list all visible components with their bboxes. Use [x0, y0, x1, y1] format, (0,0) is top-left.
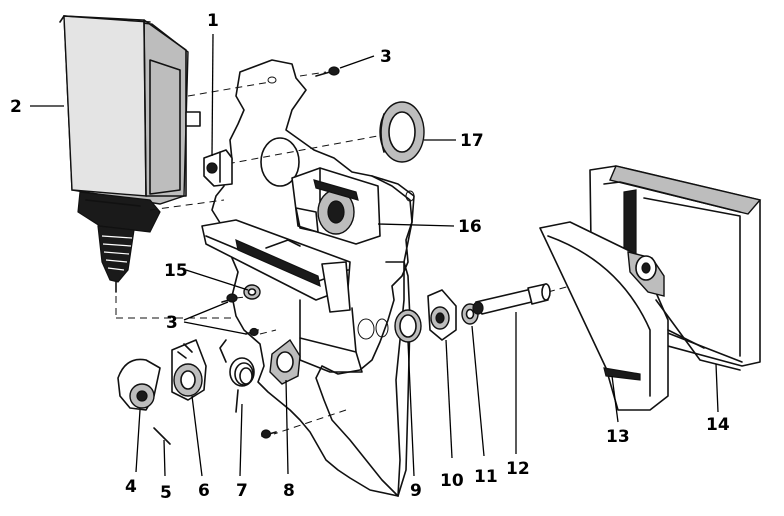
solenoid-part-16	[291, 167, 381, 245]
grommet-part-17	[379, 101, 425, 163]
cam-part-4	[117, 358, 161, 411]
callout-labels: 1 2 3 17 16 15 3 4 5 6 7 8 9 10 11 12 13…	[10, 11, 730, 503]
callout-6: 6	[198, 481, 210, 501]
callout-8: 8	[283, 481, 295, 501]
washer-part-15	[243, 284, 261, 300]
bushing-part-10	[427, 289, 457, 341]
callout-10: 10	[440, 471, 464, 491]
callout-16: 16	[458, 217, 482, 237]
callout-7: 7	[236, 481, 248, 501]
callout-2: 2	[10, 97, 22, 117]
callout-13: 13	[606, 427, 630, 447]
plate-part-13	[539, 221, 741, 411]
housing-part-2	[59, 15, 201, 293]
callout-11: 11	[474, 467, 498, 487]
switch-part-1	[203, 149, 233, 187]
callout-12: 12	[506, 459, 530, 479]
callout-1: 1	[207, 11, 219, 31]
callout-17: 17	[460, 131, 484, 151]
shaft-part-12	[472, 283, 551, 315]
hub-part-6	[171, 339, 207, 401]
leader-lines	[30, 33, 719, 477]
callout-15: 15	[164, 261, 188, 281]
nut-part-8	[269, 338, 301, 385]
callout-4: 4	[125, 477, 137, 497]
channel-bracket	[201, 219, 363, 373]
pin-part-5	[153, 427, 171, 445]
spring-part-7	[219, 339, 255, 413]
callout-3-top: 3	[380, 47, 392, 67]
o-ring-part-9	[394, 309, 422, 343]
screws-part-3-lower	[221, 293, 277, 439]
callout-9: 9	[410, 481, 422, 501]
callout-3-lower: 3	[166, 313, 178, 333]
callout-5: 5	[160, 483, 172, 503]
screw-part-3-top	[315, 66, 340, 77]
callout-14: 14	[706, 415, 730, 435]
